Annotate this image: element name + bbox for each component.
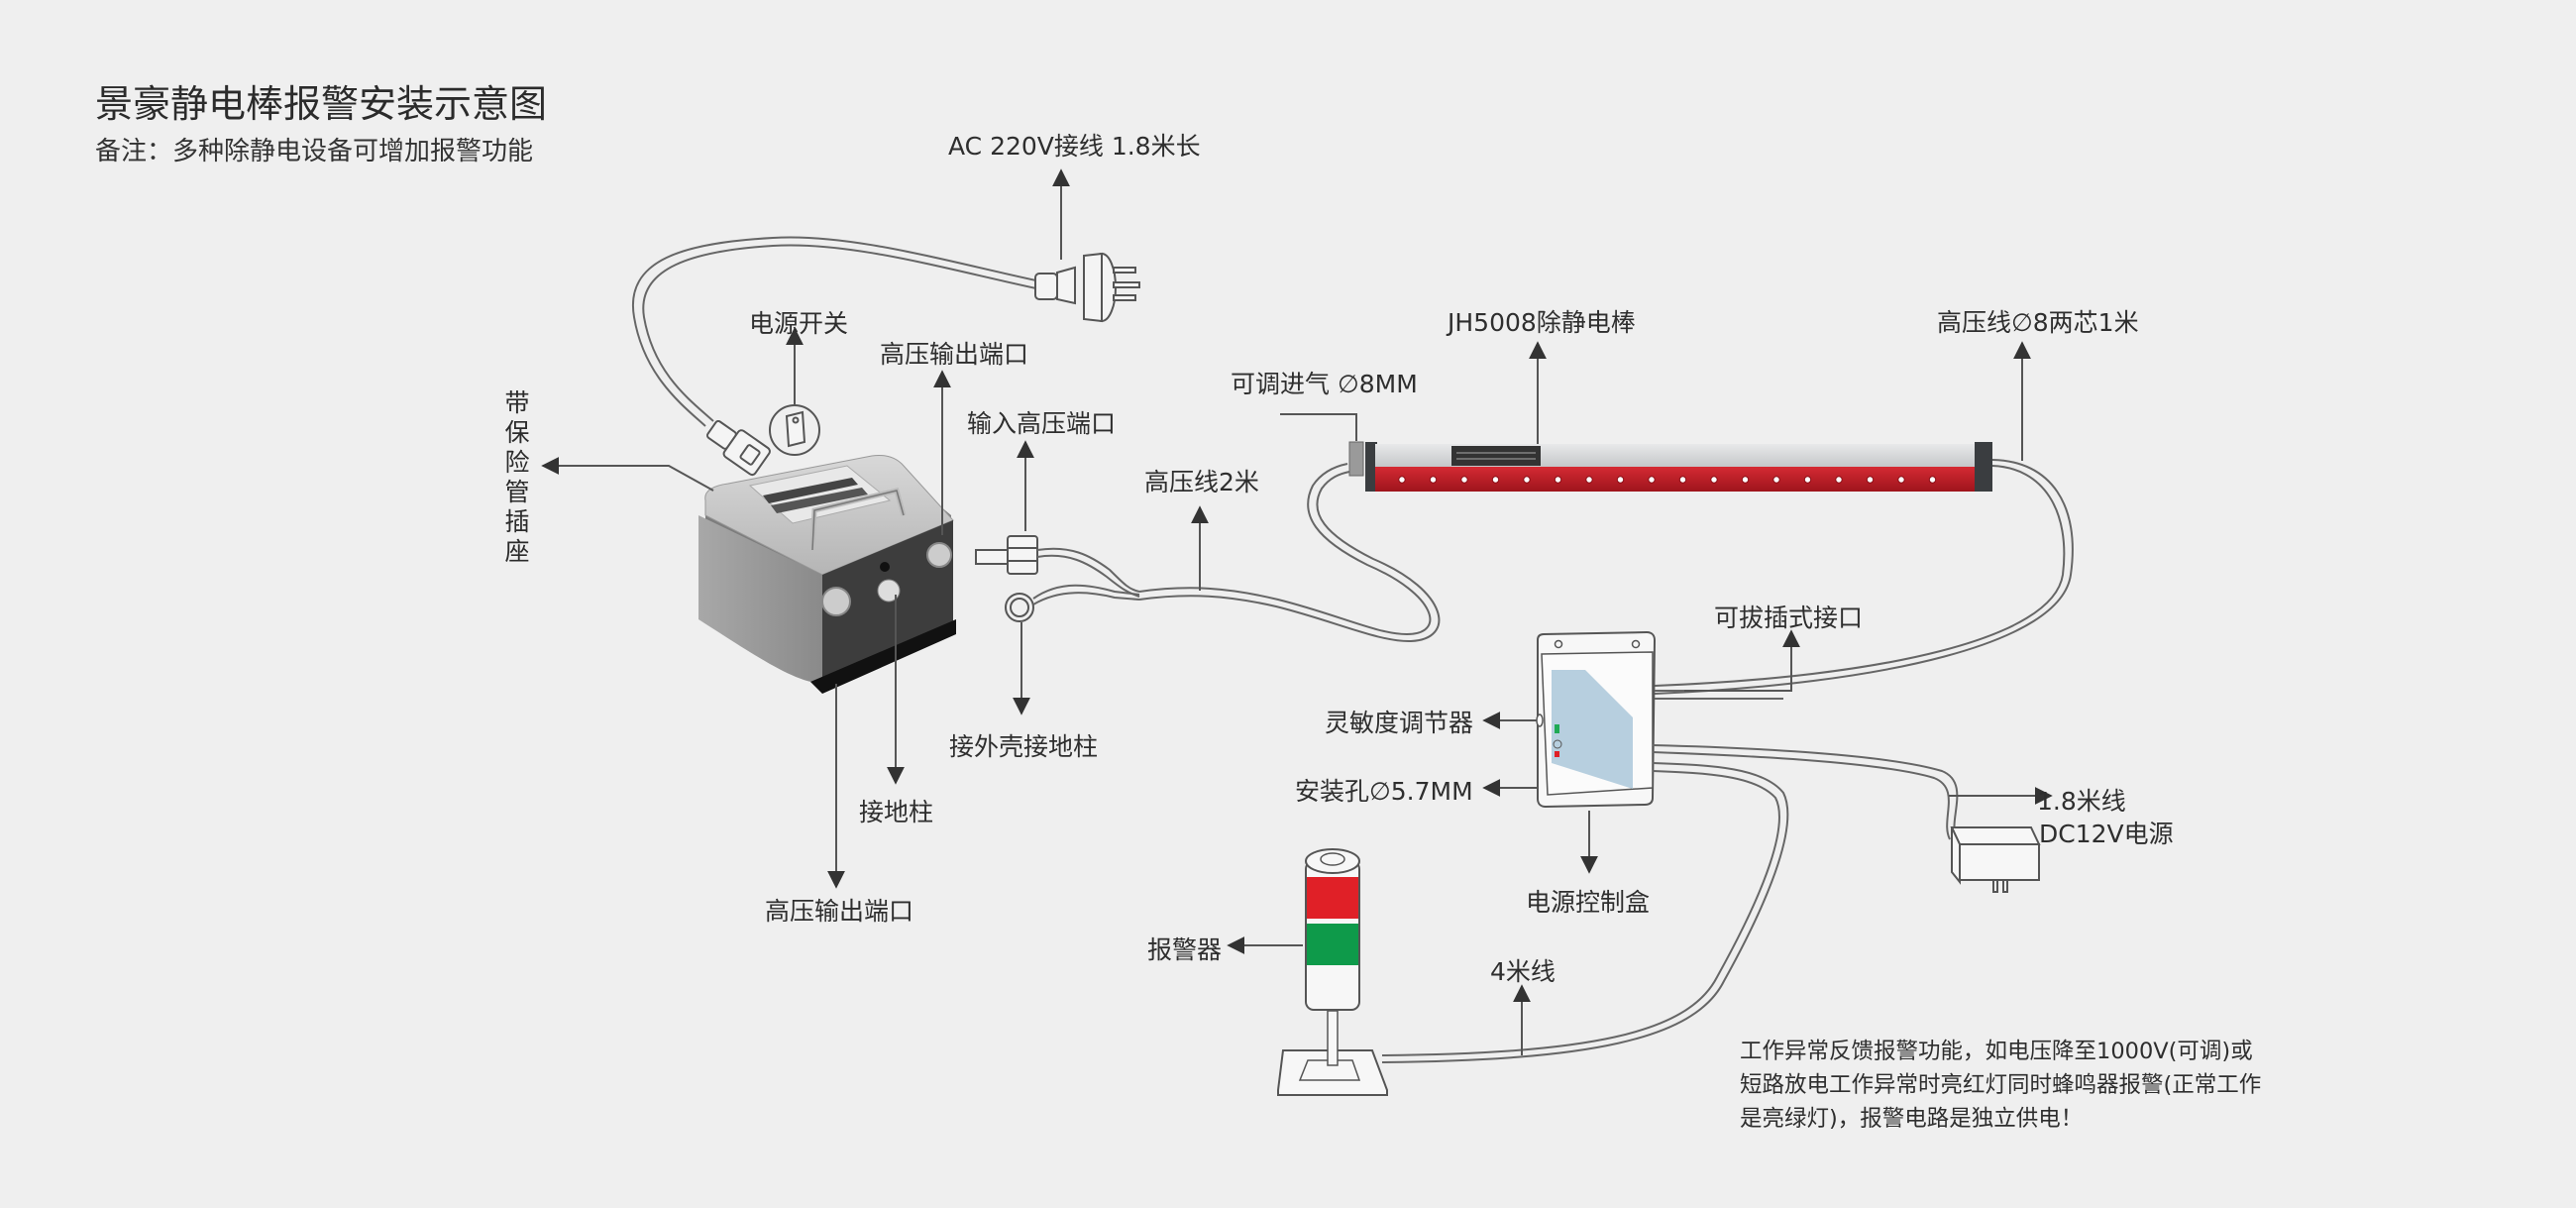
emitter-pin: [1772, 476, 1780, 484]
emitter-pin: [1928, 476, 1937, 484]
emitter-pin: [1398, 476, 1406, 484]
emitter-pin: [1866, 476, 1875, 484]
label-hv-output-bottom: 高压输出端口: [765, 897, 914, 926]
emitter-pin: [1678, 476, 1687, 484]
hv-cable-2m: [1032, 463, 1441, 643]
dc-adapter-icon: [1950, 826, 2041, 893]
label-mount-hole: 安装孔∅5.7MM: [1295, 777, 1473, 806]
emitter-pin: [1429, 476, 1438, 484]
emitter-pin: [1741, 476, 1750, 484]
label-sensitivity: 灵敏度调节器: [1325, 709, 1474, 737]
emitter-pin: [1460, 476, 1468, 484]
emitter-pin: [1835, 476, 1843, 484]
label-ac-cord: AC 220V接线 1.8米长: [948, 132, 1201, 161]
leader-pluggable-port: [1684, 629, 1800, 692]
iec-connector-icon: [705, 419, 771, 477]
label-cable-4m: 4米线: [1490, 957, 1556, 986]
leader-lines: [541, 168, 2053, 1055]
emitter-pin: [1523, 476, 1531, 484]
emitter-pin: [1585, 476, 1593, 484]
label-power-switch: 电源开关: [749, 309, 849, 338]
power-switch-icon: [769, 404, 820, 456]
emitter-pin: [1710, 476, 1718, 484]
ac-plug-icon: [1034, 252, 1140, 323]
alarm-tower-light: [1277, 848, 1388, 1096]
label-alarm: 报警器: [1147, 935, 1223, 964]
emitter-pin: [1554, 476, 1562, 484]
static-bar-jh5008: [1348, 441, 1992, 492]
page-subtitle: 备注：多种除静电设备可增加报警功能: [95, 137, 534, 166]
emitter-pin: [1616, 476, 1625, 484]
label-dc-power: DC12V电源: [2039, 820, 2174, 848]
leader-air-inlet: [1280, 413, 1357, 441]
label-dc-cable-length: 1.8米线: [2037, 787, 2126, 816]
label-hv-cable-1m: 高压线∅8两芯1米: [1937, 308, 2139, 337]
page-title: 景豪静电棒报警安装示意图: [95, 82, 548, 126]
emitter-pin: [1897, 476, 1905, 484]
emitter-pin: [1803, 476, 1812, 484]
label-fuse-socket: 带保险管插座: [504, 388, 530, 566]
ground-ring-icon: [1005, 593, 1034, 622]
label-air-inlet: 可调进气 ∅8MM: [1231, 370, 1418, 398]
hv-input-connector-icon: [975, 535, 1038, 575]
label-hv-input: 输入高压端口: [967, 409, 1117, 438]
label-pluggable-port: 可拔插式接口: [1714, 604, 1864, 632]
power-control-box: [1536, 630, 1657, 809]
label-hv-cable-2m: 高压线2米: [1144, 468, 1259, 496]
label-hv-output-top: 高压输出端口: [880, 340, 1029, 369]
label-control-box: 电源控制盒: [1526, 888, 1651, 917]
ac-power-cord: [631, 236, 1046, 427]
hv-cable-1m: [1654, 459, 2074, 695]
emitter-pin: [1491, 476, 1500, 484]
label-case-ground: 接外壳接地柱: [949, 732, 1099, 761]
control-box-cables: [1381, 690, 1959, 1063]
label-ground-post: 接地柱: [859, 798, 934, 826]
hv-generator-box: [698, 455, 956, 694]
alarm-function-note: 工作异常反馈报警功能，如电压降至1000V(可调)或短路放电工作异常时亮红灯同时…: [1740, 1039, 2262, 1132]
leader-fuse-socket: [541, 457, 714, 492]
label-static-bar: JH5008除静电棒: [1448, 308, 1636, 337]
emitter-pin: [1648, 476, 1656, 484]
